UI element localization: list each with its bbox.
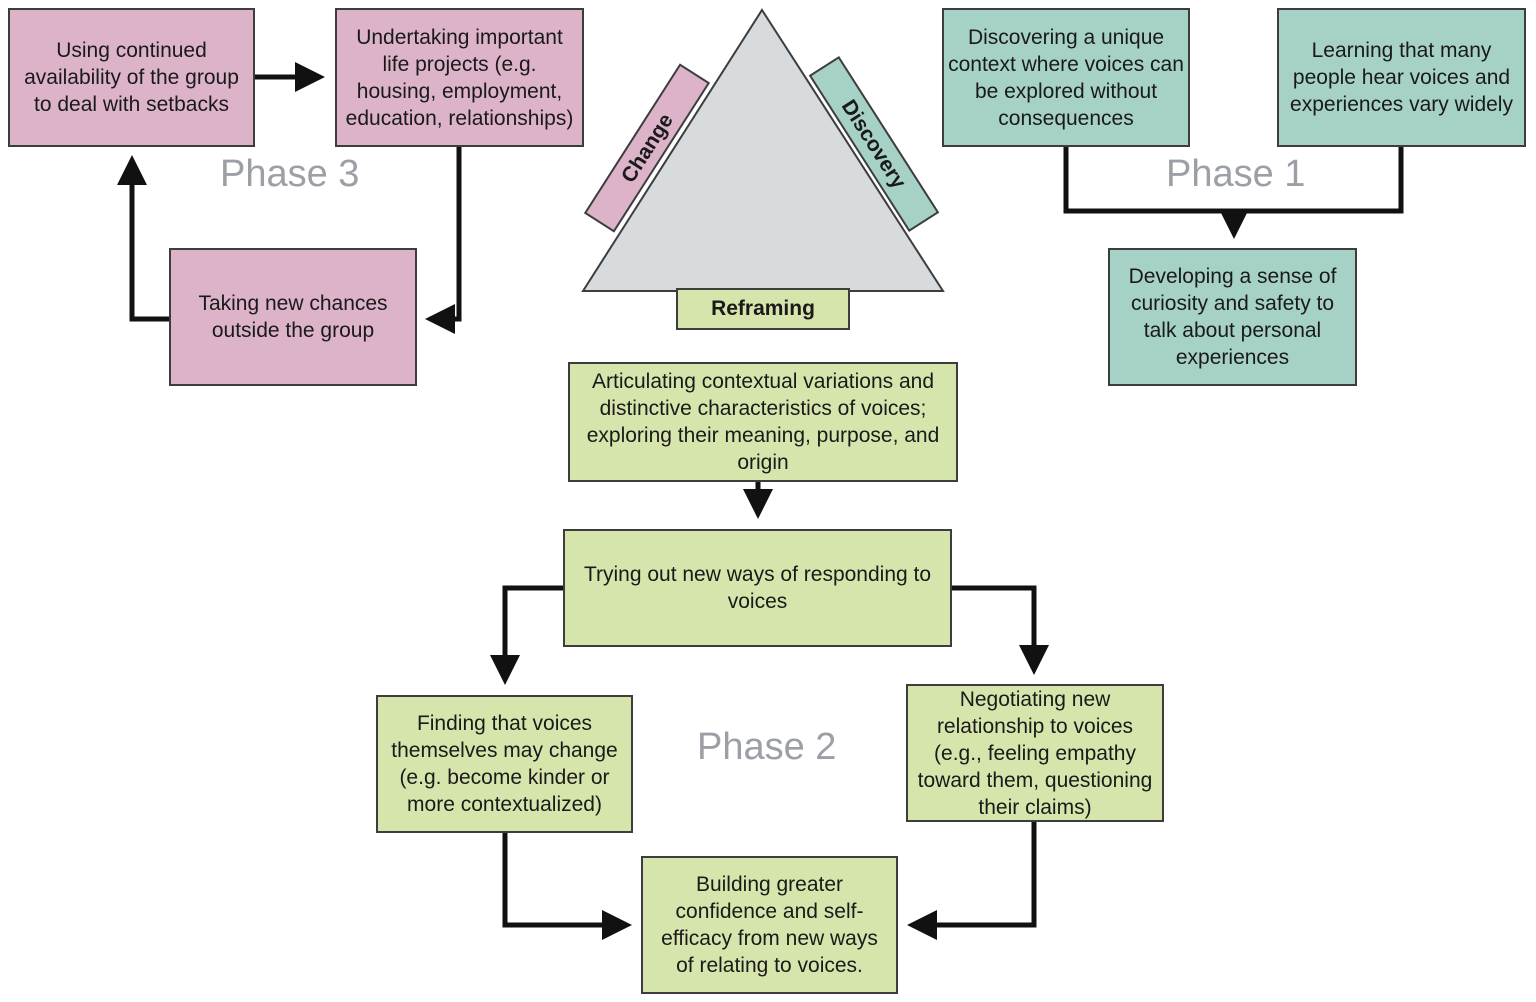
box-building-confidence-text: Building greater confidence and self-eff… <box>661 873 878 977</box>
reframing-tab-label: Reframing <box>711 297 815 320</box>
arrow-chances-to-continued <box>117 155 169 322</box>
box-new-chances: Taking new chances outside the group <box>169 248 417 386</box>
arrow-finding-to-building <box>502 833 632 940</box>
box-unique-context: Discovering a unique context where voice… <box>942 8 1190 147</box>
arrow-projects-to-chances <box>425 147 462 334</box>
box-curiosity-safety-text: Developing a sense of curiosity and safe… <box>1128 265 1337 369</box>
box-many-hear-voices-text: Learning that many people hear voices an… <box>1290 39 1513 116</box>
arrow-trying-to-negotiating <box>952 585 1049 675</box>
arrow-trying-to-finding <box>490 585 563 685</box>
box-building-confidence: Building greater confidence and self-eff… <box>641 856 898 994</box>
box-life-projects-text: Undertaking important life projects (e.g… <box>345 25 574 130</box>
reframing-tab: Reframing <box>676 288 850 330</box>
box-curiosity-safety: Developing a sense of curiosity and safe… <box>1108 248 1357 386</box>
box-continued-availability: Using continued availability of the grou… <box>8 8 255 147</box>
box-unique-context-text: Discovering a unique context where voice… <box>948 25 1184 130</box>
phase-3-label: Phase 3 <box>220 153 360 195</box>
box-articulating-variations: Articulating contextual variations and d… <box>568 362 958 482</box>
box-voices-may-change: Finding that voices themselves may chang… <box>376 695 633 833</box>
box-negotiating-relationship-text: Negotiating new relationship to voices (… <box>917 687 1153 819</box>
box-voices-may-change-text: Finding that voices themselves may chang… <box>391 712 618 816</box>
arrow-negotiating-to-building <box>907 822 1037 940</box>
box-trying-new-ways: Trying out new ways of responding to voi… <box>563 529 952 647</box>
phase-2-label: Phase 2 <box>697 726 837 768</box>
box-many-hear-voices: Learning that many people hear voices an… <box>1277 8 1526 147</box>
box-negotiating-relationship: Negotiating new relationship to voices (… <box>906 684 1164 822</box>
arrow-learning-to-curiosity <box>1234 147 1404 214</box>
arrow-context-to-curiosity <box>1063 147 1234 214</box>
phase-1-label: Phase 1 <box>1166 153 1306 195</box>
box-new-chances-text: Taking new chances outside the group <box>198 292 388 342</box>
box-articulating-variations-text: Articulating contextual variations and d… <box>586 370 940 474</box>
box-continued-availability-text: Using continued availability of the grou… <box>24 39 239 116</box>
box-trying-new-ways-text: Trying out new ways of responding to voi… <box>583 563 932 613</box>
box-life-projects: Undertaking important life projects (e.g… <box>335 8 584 147</box>
